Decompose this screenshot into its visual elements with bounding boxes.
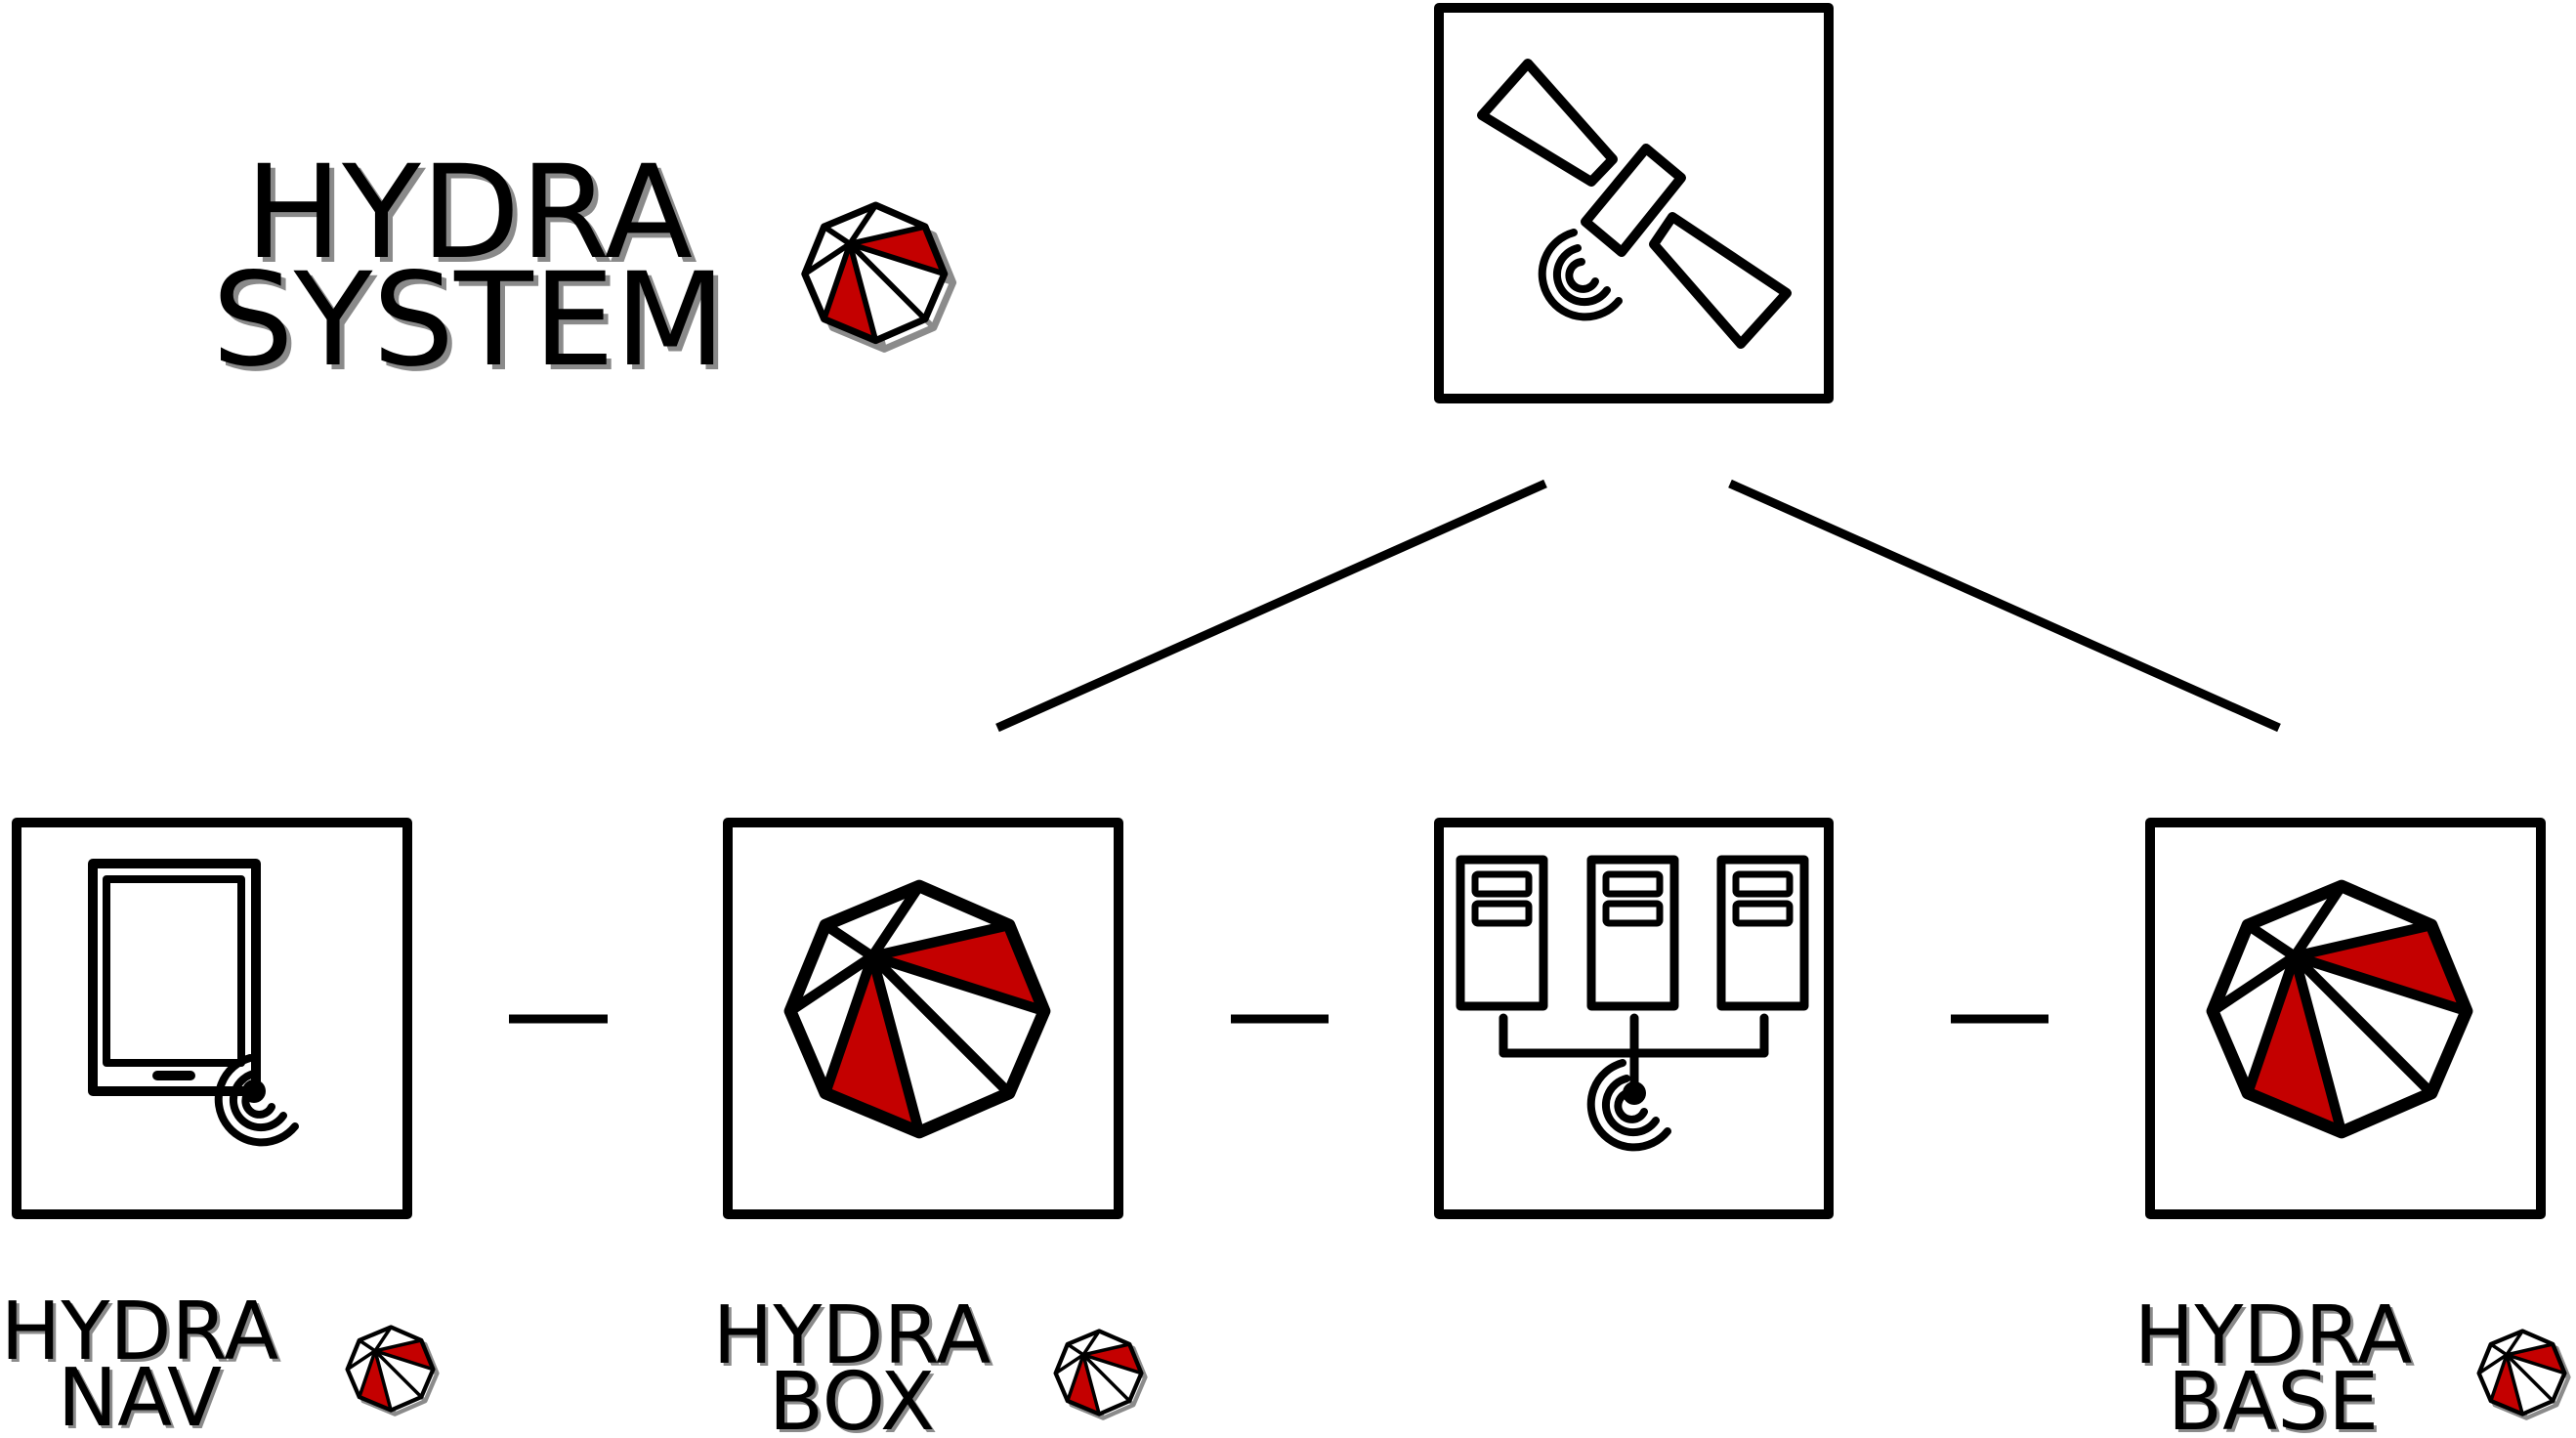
- box-label-line1-shadow: HYDRA: [716, 1292, 994, 1385]
- box-hydra-logo-icon: [790, 886, 1044, 1132]
- nav-frame: [12, 818, 412, 1219]
- base-hydra-logo-icon: [2213, 886, 2467, 1132]
- base-label-line2: BASE: [2168, 1356, 2379, 1438]
- title-line1: HYDRA: [245, 138, 693, 288]
- nav-label-logo-icon: [348, 1328, 438, 1415]
- title-line2: SYSTEM: [212, 245, 726, 396]
- base-label-line1: HYDRA: [2134, 1290, 2413, 1382]
- box-label-line2: BOX: [769, 1356, 935, 1438]
- box-node: [723, 818, 1123, 1219]
- satellite-icon: [1477, 59, 1792, 349]
- base-node: [2145, 818, 2546, 1219]
- servers-node: [1434, 818, 1834, 1219]
- base-label-logo-icon: [2479, 1332, 2569, 1418]
- box-frame: [723, 818, 1123, 1219]
- connector-satellite-right: [1728, 479, 2281, 733]
- tablet-signal-icon: [88, 859, 295, 1142]
- nav-node: [12, 818, 412, 1219]
- connector-satellite-left: [995, 479, 1547, 733]
- nav-label-line1-shadow: HYDRA: [4, 1289, 282, 1381]
- nav-label-line2: NAV: [58, 1352, 222, 1438]
- satellite-node: [1434, 3, 1834, 403]
- title-logo-icon: [805, 205, 953, 349]
- server-rack-signal-icon: [1456, 855, 1809, 1147]
- base-frame: [2145, 818, 2546, 1219]
- base-label: HYDRA HYDRA BASE BASE: [2134, 1290, 2416, 1438]
- servers-frame: [1434, 818, 1834, 1219]
- nav-label: HYDRA HYDRA NAV NAV: [1, 1286, 282, 1438]
- nav-label-line1: HYDRA: [1, 1286, 279, 1378]
- box-label: HYDRA HYDRA BOX BOX: [713, 1290, 994, 1438]
- connectors: [509, 479, 2281, 1024]
- title-line1-shadow: HYDRA: [250, 143, 697, 293]
- nav-label-line2-shadow: NAV: [61, 1355, 225, 1438]
- box-label-line2-shadow: BOX: [772, 1359, 938, 1438]
- box-label-line1: HYDRA: [713, 1290, 992, 1382]
- title-line2-shadow: SYSTEM: [217, 250, 731, 401]
- satellite-frame: [1434, 3, 1834, 403]
- diagram-title: HYDRA HYDRA SYSTEM SYSTEM: [212, 138, 731, 401]
- box-label-logo-icon: [1056, 1332, 1146, 1418]
- base-label-line2-shadow: BASE: [2171, 1359, 2382, 1438]
- base-label-line1-shadow: HYDRA: [2137, 1292, 2416, 1385]
